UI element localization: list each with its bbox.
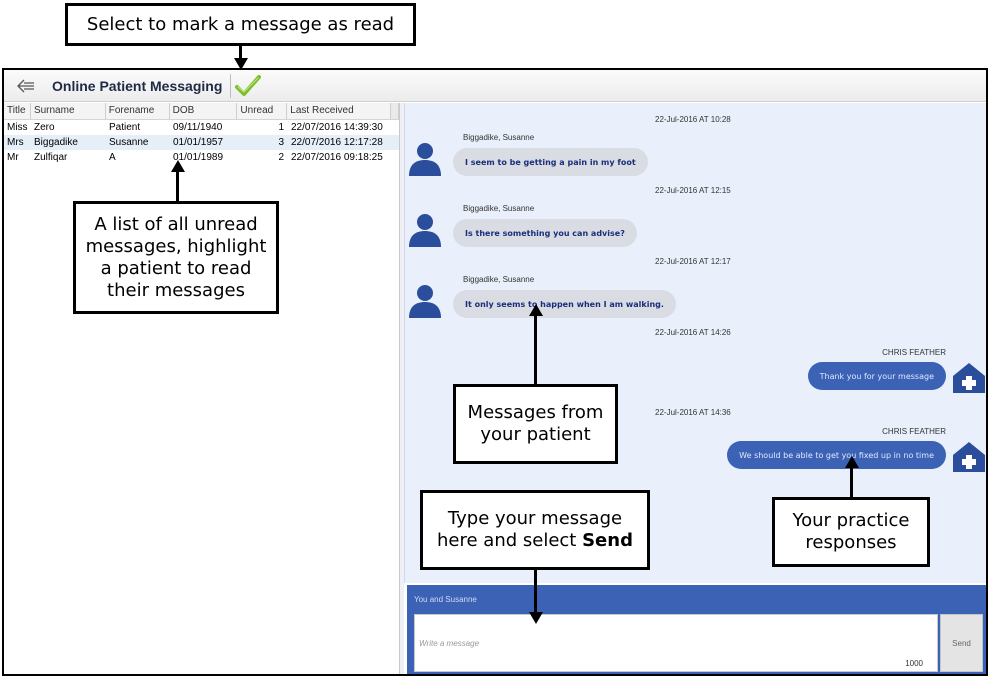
cell-unread: 3 (278, 137, 284, 148)
practice-house-icon (953, 442, 985, 472)
cell-dob: 01/01/1957 (173, 137, 224, 148)
callout-unread-list-line: a patient to read (100, 257, 252, 279)
back-button[interactable] (12, 74, 40, 98)
app-title: Online Patient Messaging (52, 77, 223, 94)
patient-avatar-icon (409, 143, 441, 176)
incoming-message-bubble: I seem to be getting a pain in my foot (453, 148, 648, 176)
cell-unread: 1 (278, 122, 284, 133)
cell-surname: Zero (34, 122, 55, 133)
cell-title: Mr (7, 152, 19, 163)
arrow-from-patient-head (529, 304, 543, 316)
callout-type-message-text: here and select (437, 530, 583, 551)
callout-practice-responses-line: Your practice (792, 510, 910, 531)
arrow-unread-list-head (171, 160, 185, 172)
message-sender: Biggadike, Susanne (463, 275, 535, 284)
callout-mark-read-text: Select to mark a message as read (86, 13, 395, 35)
patient-list-pane: Title Surname Forename DOB Unread Last R… (4, 103, 400, 674)
table-row-selected[interactable]: Mrs Biggadike Susanne 01/01/1957 3 22/07… (4, 135, 399, 150)
column-header-surname[interactable]: Surname (31, 103, 106, 119)
mark-as-read-button[interactable] (233, 72, 263, 100)
message-sender: CHRIS FEATHER (882, 427, 946, 436)
practice-house-icon (953, 363, 985, 393)
arrow-practice-responses-head (845, 456, 859, 468)
message-sender: Biggadike, Susanne (463, 133, 535, 142)
callout-type-message: Type your message here and select Send (420, 490, 650, 570)
column-header-forename[interactable]: Forename (106, 103, 170, 119)
table-row[interactable]: Miss Zero Patient 09/11/1940 1 22/07/201… (4, 120, 399, 135)
message-composer: You and Susanne Write a message 1000 Sen… (407, 585, 986, 674)
message-timestamp: 22-Jul-2016 AT 12:17 (655, 257, 731, 266)
callout-send-bold: Send (582, 530, 633, 551)
cell-surname: Zulfiqar (34, 152, 68, 163)
column-header-title[interactable]: Title (4, 103, 31, 119)
column-header-dob[interactable]: DOB (170, 103, 238, 119)
patient-list-header: Title Surname Forename DOB Unread Last R… (4, 103, 400, 120)
cell-last-received: 22/07/2016 12:17:28 (291, 137, 383, 148)
cell-forename: A (109, 152, 116, 163)
callout-from-patient-line: Messages from (467, 402, 604, 423)
cell-unread: 2 (278, 152, 284, 163)
conversation-label: You and Susanne (414, 595, 477, 604)
incoming-message-bubble: Is there something you can advise? (453, 219, 637, 247)
message-timestamp: 22-Jul-2016 AT 12:15 (655, 186, 731, 195)
toolbar-separator (230, 73, 232, 98)
toolbar: Online Patient Messaging (4, 70, 986, 102)
column-header-unread[interactable]: Unread (237, 103, 288, 119)
back-arrow-icon (17, 79, 34, 92)
message-input[interactable]: Write a message 1000 (414, 614, 938, 672)
callout-unread-list-line: A list of all unread (94, 213, 258, 235)
checkmark-icon (235, 74, 262, 96)
outgoing-message-bubble: We should be able to get you fixed up in… (727, 441, 946, 469)
arrow-mark-read-head (234, 58, 248, 70)
callout-type-message-line: Type your message (447, 508, 623, 529)
callout-unread-list-line: messages, highlight (85, 235, 267, 257)
cell-forename: Patient (109, 122, 141, 133)
list-scrollbar[interactable] (391, 103, 400, 119)
callout-mark-read: Select to mark a message as read (65, 3, 416, 46)
callout-unread-list: A list of all unread messages, highlight… (73, 201, 279, 314)
arrow-practice-responses-line (850, 466, 853, 497)
arrow-mark-read-line (239, 46, 242, 60)
incoming-message-bubble: It only seems to happen when I am walkin… (453, 290, 676, 318)
callout-from-patient: Messages from your patient (453, 384, 618, 464)
arrow-from-patient-line (534, 314, 537, 384)
cell-last-received: 22/07/2016 09:18:25 (291, 152, 383, 163)
send-button[interactable]: Send (940, 614, 983, 672)
message-timestamp: 22-Jul-2016 AT 14:36 (655, 408, 731, 417)
patient-avatar-icon (409, 214, 441, 247)
cell-last-received: 22/07/2016 14:39:30 (291, 122, 383, 133)
pane-splitter[interactable] (400, 103, 404, 674)
cell-dob: 01/01/1989 (173, 152, 224, 163)
cell-dob: 09/11/1940 (173, 122, 223, 133)
callout-practice-responses-line: responses (805, 532, 897, 553)
column-header-last-received[interactable]: Last Received (287, 103, 392, 119)
callout-from-patient-line: your patient (480, 424, 591, 445)
callout-type-message-line2: here and select Send (437, 530, 633, 552)
app-window: Online Patient Messaging Title Surname F… (2, 68, 988, 676)
arrow-type-message-head (529, 612, 543, 624)
table-row[interactable]: Mr Zulfiqar A 01/01/1989 2 22/07/2016 09… (4, 150, 399, 165)
cell-title: Miss (7, 122, 28, 133)
arrow-unread-list-line (176, 170, 179, 201)
callout-unread-list-line: their messages (107, 279, 245, 301)
message-sender: Biggadike, Susanne (463, 204, 535, 213)
cell-title: Mrs (7, 137, 24, 148)
cell-forename: Susanne (109, 137, 149, 148)
message-timestamp: 22-Jul-2016 AT 10:28 (655, 115, 731, 124)
outgoing-message-bubble: Thank you for your message (807, 362, 946, 390)
arrow-type-message-line (534, 570, 537, 614)
callout-practice-responses: Your practice responses (772, 497, 930, 567)
message-sender: CHRIS FEATHER (882, 348, 946, 357)
message-timestamp: 22-Jul-2016 AT 14:26 (655, 328, 731, 337)
patient-avatar-icon (409, 285, 441, 318)
cell-surname: Biggadike (34, 137, 78, 148)
message-placeholder: Write a message (419, 639, 480, 648)
character-count: 1000 (905, 659, 923, 668)
